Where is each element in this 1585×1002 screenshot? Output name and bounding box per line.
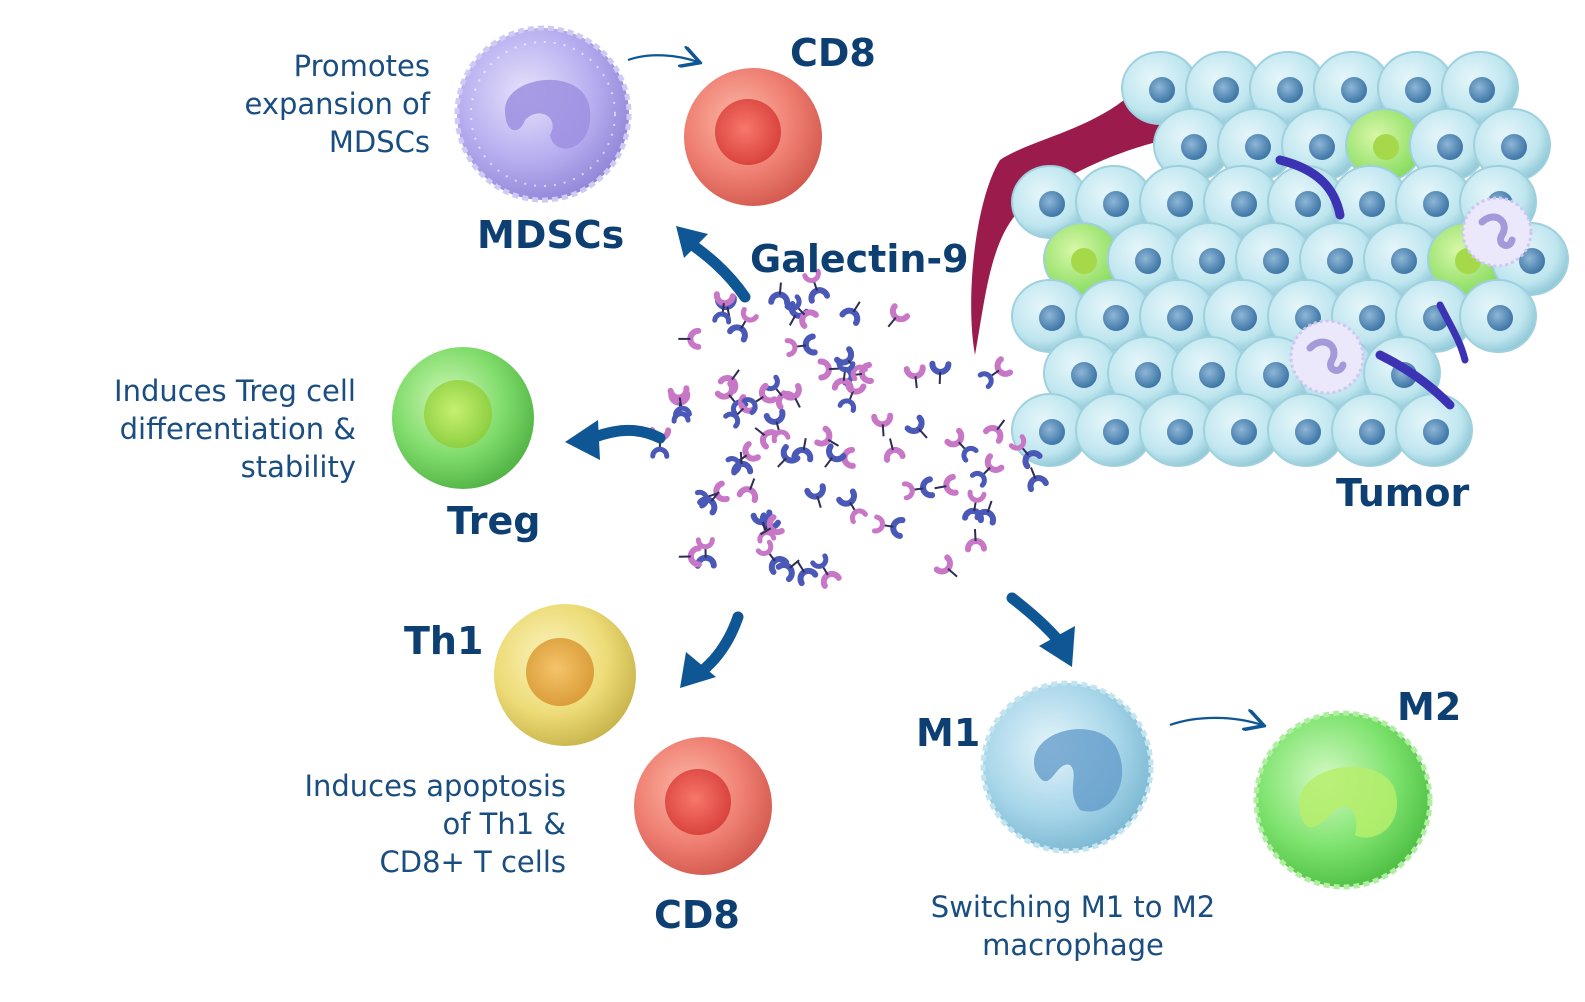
tumor-cell [1395, 393, 1473, 467]
galectin-molecule [901, 476, 936, 501]
tumor-cell [1267, 393, 1345, 467]
galectin-molecule [777, 444, 801, 468]
tumor-cell [1203, 165, 1281, 239]
cd8-bottom-label: CD8 [654, 893, 740, 937]
neutrophil-icon [1289, 319, 1365, 395]
galectin-molecule [983, 419, 1006, 444]
galectin-molecule [802, 268, 831, 304]
cd8-cell-icon [684, 68, 822, 206]
treg-description: Induces Treg cell differentiation & stab… [114, 374, 356, 484]
galectin-molecule [755, 539, 790, 575]
galectin-molecule-icon [649, 268, 1049, 589]
mdscs-label: MDSCs [477, 213, 625, 257]
galectin-molecule [871, 412, 894, 437]
galectin-molecule [944, 427, 979, 463]
galectin-molecule [814, 425, 840, 447]
tumor-cell [1459, 279, 1537, 353]
galectin-molecule [727, 306, 759, 343]
galectin-molecule [929, 360, 952, 385]
apoptosis-description: Induces apoptosis of Th1 & CD8+ T cells [304, 769, 566, 879]
galectin-molecule [810, 553, 842, 589]
galectin-molecule [768, 282, 791, 307]
galectin-molecule [731, 451, 754, 476]
galectin-molecule [759, 514, 785, 536]
galectin-molecule [977, 356, 1014, 390]
galectin-molecule [775, 559, 800, 583]
cd8-cell-icon [634, 737, 772, 875]
galectin-molecule [883, 438, 906, 463]
galectin-molecule [754, 427, 779, 450]
galectin-9-label: Galectin-9 [750, 237, 969, 281]
galectin-molecule [678, 327, 702, 350]
galectin-molecule [1027, 467, 1049, 493]
arrow-m1-to-m2 [1169, 718, 1262, 725]
galectin-molecule [791, 438, 814, 463]
m1-label: M1 [916, 711, 981, 755]
mdsc-description: Promotes expansion of MDSCs [244, 49, 430, 159]
galectin-molecule [736, 478, 759, 504]
arrow-to-m1 [1006, 592, 1075, 667]
galectin-molecule [678, 545, 702, 568]
galectin-molecule [741, 382, 778, 416]
galectin-molecule [697, 491, 720, 516]
galectin-molecule [797, 561, 819, 587]
neutrophil-icon [1461, 196, 1533, 268]
tumor-mass-icon [971, 51, 1569, 467]
th1-cell-icon [494, 604, 636, 746]
tumor-cell [1121, 51, 1199, 125]
galectin-molecule [824, 443, 847, 468]
galectin-molecule [712, 291, 736, 325]
galectin-molecule [969, 453, 1005, 488]
tumor-cell [1299, 222, 1377, 296]
galectin-molecule [784, 294, 819, 329]
galectin-molecule [934, 473, 959, 496]
tumor-label: Tumor [1336, 471, 1470, 515]
galectin-molecule [763, 408, 791, 444]
tumor-cell [1217, 108, 1295, 182]
treg-label: Treg [447, 499, 541, 543]
arrow-to-treg [565, 420, 666, 460]
m1-macrophage-icon [980, 680, 1154, 854]
galectin-molecule [965, 528, 988, 553]
m2-macrophage-icon [1253, 710, 1433, 890]
arrow-mdsc-to-cd8 [627, 55, 698, 62]
galectin-molecule [871, 514, 906, 539]
tumor-cell [1441, 51, 1519, 125]
m2-label: M2 [1397, 685, 1462, 729]
treg-cell-icon [392, 347, 534, 489]
galectin-molecule [667, 385, 692, 419]
cd8-top-label: CD8 [790, 31, 876, 75]
tumor-cell [1171, 222, 1249, 296]
galectin-molecule [887, 303, 911, 328]
galectin-molecule [831, 359, 856, 393]
macrophage-description: Switching M1 to M2 macrophage [930, 890, 1216, 962]
arrow-to-mdscs [676, 226, 751, 303]
tumor-cell [1011, 393, 1089, 467]
galectin-molecule [804, 483, 826, 508]
tumor-cell [1075, 279, 1153, 353]
mdsc-cell-icon [454, 25, 632, 203]
galectin-molecule [836, 488, 868, 525]
galectin-molecule [904, 414, 928, 439]
galectin-molecule [784, 333, 818, 358]
galectin-molecule [933, 554, 958, 578]
galectin-molecule [903, 364, 926, 389]
tumor-cell [1185, 51, 1263, 125]
tumor-cell [1139, 279, 1217, 353]
galectin-molecule [839, 301, 861, 326]
tumor-cell [1409, 108, 1487, 182]
th1-label: Th1 [404, 619, 484, 663]
arrow-to-th1-cd8 [680, 611, 744, 688]
galectin-molecule [962, 489, 987, 524]
galectin-molecule [1008, 434, 1043, 470]
